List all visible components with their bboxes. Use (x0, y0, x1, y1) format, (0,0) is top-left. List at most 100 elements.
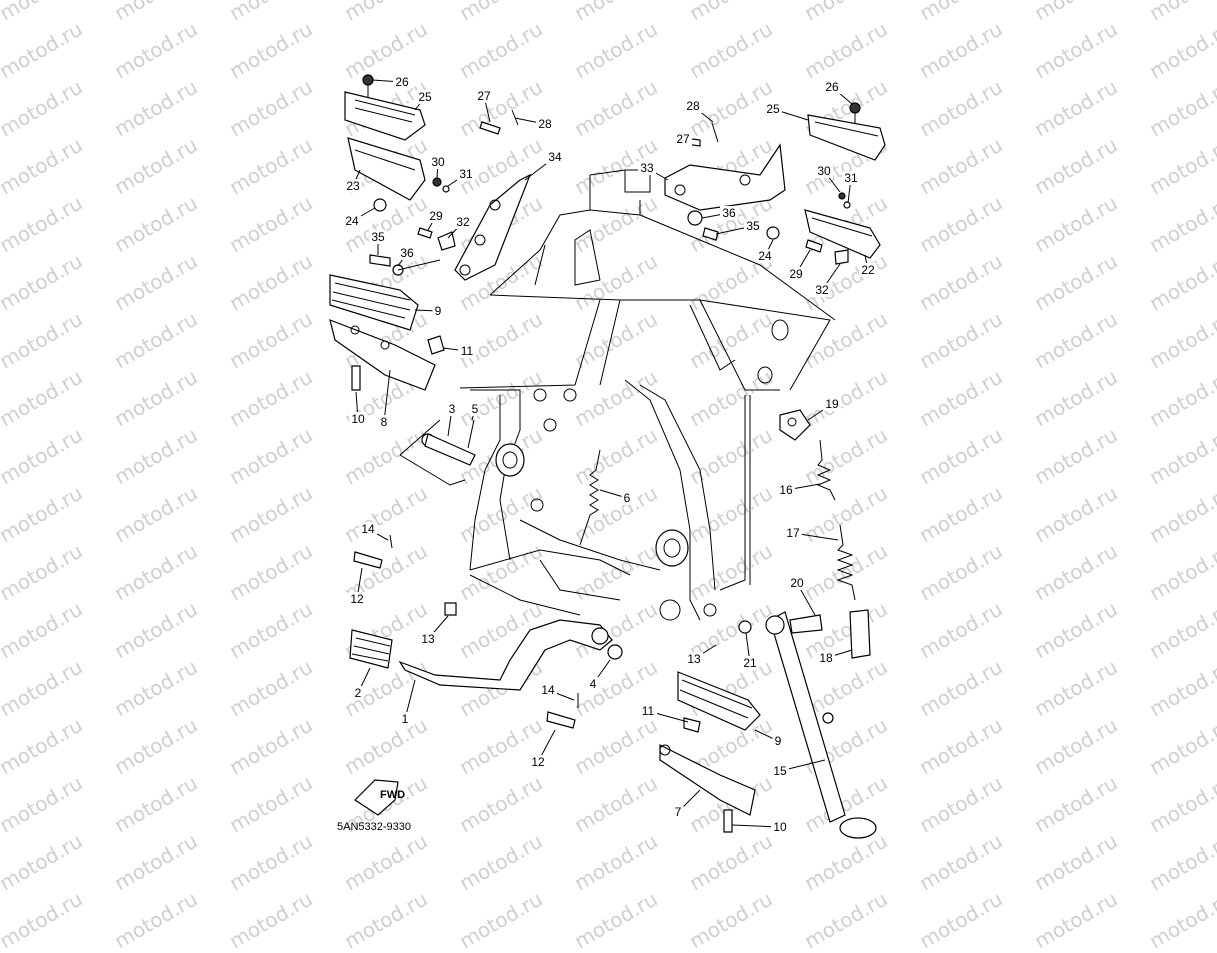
callout-background (446, 402, 458, 416)
callout-background (784, 526, 802, 540)
fwd-badge-label: FWD (380, 789, 405, 801)
callout-background (587, 677, 599, 691)
callout-number: 32 (456, 215, 470, 229)
callout-background (684, 99, 702, 113)
callout-background (817, 651, 835, 665)
callout-number: 28 (538, 117, 552, 131)
callout-background (756, 249, 774, 263)
callout-background (349, 412, 367, 426)
callout-number: 26 (825, 80, 839, 94)
callout-number: 33 (640, 161, 654, 175)
callout-number: 35 (371, 230, 385, 244)
callout-background (720, 206, 738, 220)
callout-number: 19 (825, 397, 839, 411)
callout-number: 30 (817, 164, 831, 178)
callout-number: 11 (642, 704, 655, 718)
callout-background (398, 246, 416, 260)
callout-background (344, 179, 362, 193)
callout-background (539, 683, 557, 697)
callout-background (842, 171, 860, 185)
callout-number: 9 (435, 304, 442, 318)
callout-number: 23 (346, 179, 360, 193)
callout-number: 14 (541, 683, 555, 697)
footrest-front-left (329, 274, 445, 391)
callout-number: 12 (531, 755, 545, 769)
callout-number: 14 (361, 522, 375, 536)
callout-number: 24 (345, 214, 359, 228)
callout-background (393, 75, 411, 89)
callout-background (546, 150, 564, 164)
callout-background (672, 805, 684, 819)
callout-background (815, 164, 833, 178)
callout-background (369, 230, 387, 244)
callout-background (771, 764, 789, 778)
callout-number: 9 (775, 734, 782, 748)
callout-background (764, 102, 782, 116)
callout-number: 26 (395, 75, 409, 89)
callout-number: 27 (477, 89, 491, 103)
callout-number: 30 (431, 155, 445, 169)
callout-background (777, 483, 795, 497)
callout-number: 36 (400, 246, 414, 260)
callout-number: 1 (402, 712, 409, 726)
callout-background (823, 397, 841, 411)
callout-background (741, 656, 759, 670)
callout-number: 16 (779, 483, 793, 497)
callout-number: 31 (459, 167, 473, 181)
footrest-rear-left (344, 74, 456, 276)
callout-number: 2 (355, 686, 362, 700)
callout-number: 11 (461, 344, 474, 358)
callout-background (813, 283, 831, 297)
callout-number: 13 (421, 632, 435, 646)
callout-number: 21 (743, 656, 757, 670)
callout-background (429, 155, 447, 169)
callout-background (343, 214, 361, 228)
callout-background (639, 704, 657, 718)
callout-number: 35 (746, 219, 760, 233)
callout-background (674, 132, 692, 146)
callout-background (475, 89, 493, 103)
callout-background (788, 576, 806, 590)
callout-background (772, 734, 784, 748)
leader-lines (351, 79, 869, 828)
callout-background (348, 592, 366, 606)
callout-number: 20 (790, 576, 804, 590)
callout-background (399, 712, 411, 726)
springs (579, 409, 856, 601)
leader-line (383, 369, 391, 423)
callout-number: 24 (758, 249, 772, 263)
callout-number: 6 (624, 491, 631, 505)
callout-background (744, 219, 762, 233)
callout-number: 7 (675, 805, 682, 819)
callout-number: 31 (844, 171, 858, 185)
callout-number: 34 (548, 150, 562, 164)
callout-number: 4 (590, 677, 597, 691)
callout-number: 29 (789, 267, 803, 281)
callout-background (416, 90, 434, 104)
callout-background (419, 632, 437, 646)
callout-background (823, 80, 841, 94)
callout-number: 8 (381, 415, 388, 429)
callout-background (378, 415, 390, 429)
callout-number: 18 (819, 651, 833, 665)
callout-number: 28 (686, 99, 700, 113)
callout-background (454, 215, 472, 229)
callout-background (787, 267, 805, 281)
callout-background (859, 263, 877, 277)
callout-number: 36 (722, 206, 736, 220)
callout-number: 32 (815, 283, 829, 297)
callout-background (536, 117, 554, 131)
callout-background (359, 522, 377, 536)
callout-number: 25 (418, 90, 432, 104)
callout-number: 25 (766, 102, 780, 116)
callout-number: 10 (773, 820, 787, 834)
callout-number: 5 (472, 402, 479, 416)
callout-background (529, 755, 547, 769)
callout-number: 27 (676, 132, 690, 146)
callout-number: 3 (449, 402, 456, 416)
footrest-front-right (659, 671, 761, 833)
frame (399, 169, 836, 621)
callout-number: 13 (687, 652, 701, 666)
callout-background (638, 161, 656, 175)
